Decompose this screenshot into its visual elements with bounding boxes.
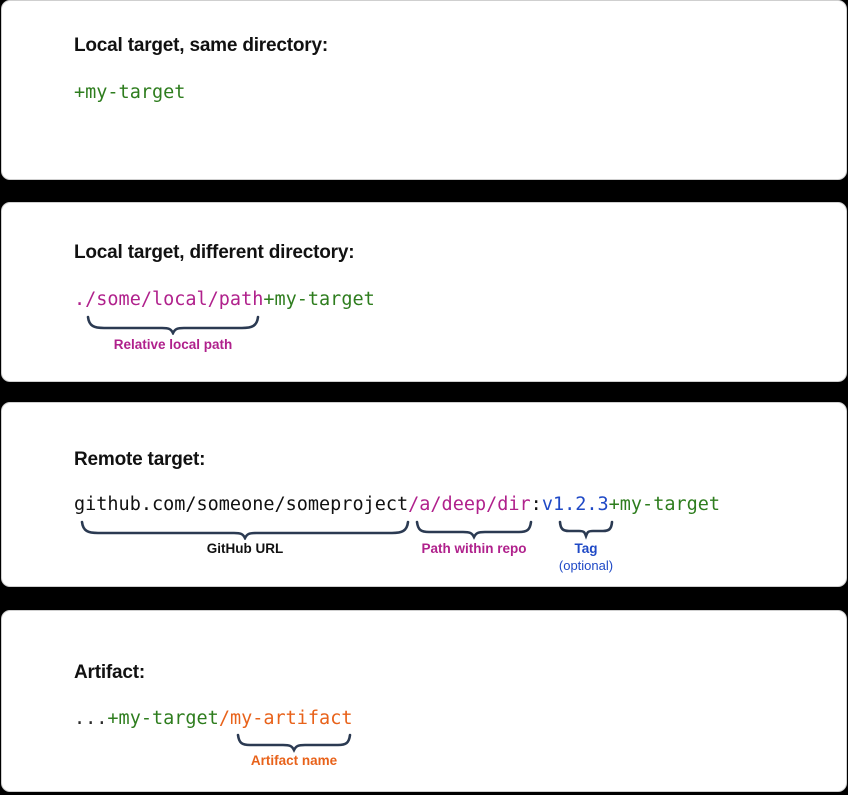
token-relative-path: ./some/local/path (74, 289, 264, 310)
token-target-name: +my-target (263, 289, 375, 310)
annotation-label-relative-local-path: Relative local path (113, 337, 233, 352)
annotation-label-github-url: GitHub URL (206, 541, 284, 556)
token-artifact-name: /my-artifact (218, 708, 353, 729)
brace-relative-local-path (86, 315, 260, 335)
annotation-label-path-within-repo: Path within repo (421, 541, 527, 556)
brace-artifact-name (236, 733, 352, 753)
annotation-sublabel-tag-optional: (optional) (558, 558, 614, 573)
token-target-name: +my-target (107, 708, 219, 729)
token-tag: v1.2.3 (541, 494, 609, 515)
code-example: ...+my-target/my-artifact (74, 708, 353, 729)
token-github-url: github.com/someone/someproject (74, 494, 409, 515)
code-example: github.com/someone/someproject/a/deep/di… (74, 494, 721, 515)
slide-heading: Local target, different directory: (74, 242, 355, 263)
slide-heading: Remote target: (74, 449, 206, 470)
token-path-within-repo: /a/deep/dir (408, 494, 531, 515)
slide-heading: Artifact: (74, 662, 146, 683)
slide-local-same-directory: Local target, same directory: +my-target (1, 0, 847, 180)
code-example: +my-target (74, 82, 186, 103)
token-target-name: +my-target (74, 82, 186, 103)
token-target-name: +my-target (608, 494, 721, 515)
code-example: ./some/local/path+my-target (74, 289, 375, 310)
slide-heading: Local target, same directory: (74, 35, 328, 56)
annotation-label-tag: Tag (574, 541, 598, 556)
brace-github-url (80, 520, 410, 540)
slide-local-different-directory: Local target, different directory: ./som… (1, 202, 847, 382)
brace-path-within-repo (415, 520, 533, 540)
slide-remote-target: Remote target: github.com/someone/somepr… (1, 402, 847, 587)
token-ellipsis: ... (74, 708, 108, 729)
slide-artifact: Artifact: ...+my-target/my-artifact Arti… (1, 610, 847, 792)
annotation-label-artifact-name: Artifact name (250, 753, 338, 768)
brace-tag (558, 520, 614, 540)
token-colon-separator: : (530, 494, 542, 515)
